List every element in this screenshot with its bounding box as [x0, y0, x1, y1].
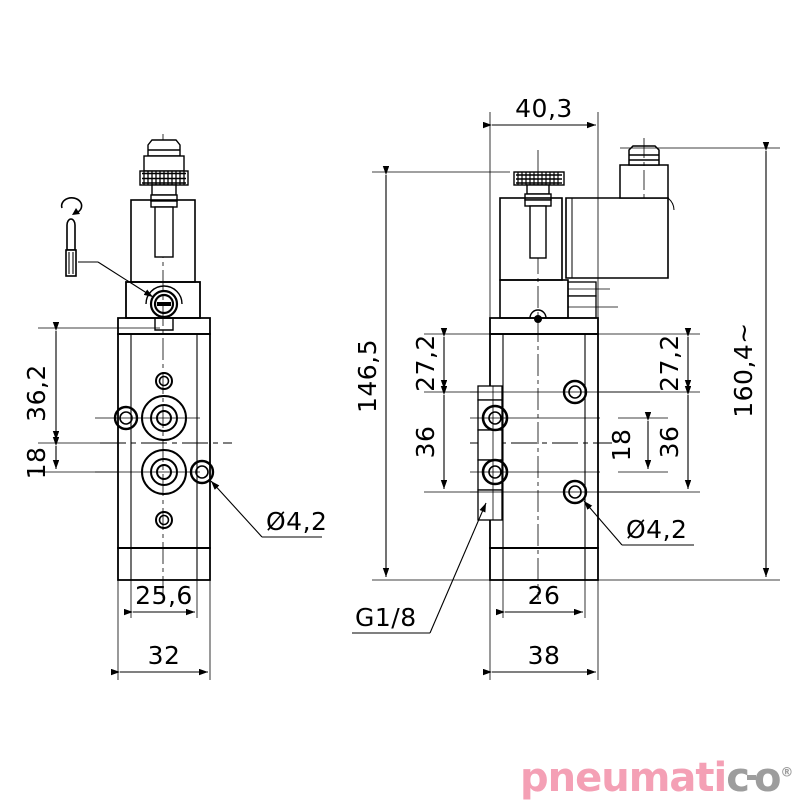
valve-body-outline [117, 317, 211, 581]
logo-text-primary: pneumati [520, 755, 727, 801]
side-valve-body [489, 309, 599, 581]
screw-hole-bottom [155, 511, 173, 529]
dim-label-25-6: 25,6 [135, 581, 193, 610]
side-knurled-band [513, 171, 565, 186]
pilot-exhaust-step [567, 281, 618, 319]
dim-label-32: 32 [148, 641, 181, 670]
adjuster-collar [143, 155, 185, 172]
dim-160-4 [598, 142, 780, 581]
solenoid-coil [565, 197, 675, 279]
registered-trademark-icon: ® [780, 765, 793, 781]
dim-label-36-2: 36,2 [22, 364, 51, 422]
dim-label-36-left: 36 [411, 426, 440, 459]
dim-40-3 [483, 112, 599, 330]
dim-label-18-right: 18 [607, 429, 636, 462]
dim-label-40-3: 40,3 [515, 94, 573, 123]
dim-label-18: 18 [22, 447, 51, 480]
logo-text-o: o [753, 755, 782, 801]
dim-26 [496, 560, 586, 618]
dim-label-26: 26 [528, 581, 561, 610]
dim-36-right [598, 386, 700, 493]
screwdriver-icon [60, 197, 83, 277]
dim-label-27-2-left: 27,2 [411, 334, 440, 392]
dim-18-right [618, 412, 668, 473]
dim-label-27-2-right: 27,2 [655, 334, 684, 392]
knurled-band [139, 170, 189, 186]
adjuster-hex-nut [147, 139, 181, 157]
logo-text-c: c [726, 755, 750, 801]
dim-32 [111, 580, 211, 680]
callout-label-g18: G1/8 [355, 603, 417, 632]
callout-label-dia-4-2-front: Ø4,2 [266, 507, 327, 536]
dim-label-160-4: 160,4~ [729, 322, 758, 418]
dim-label-38: 38 [528, 641, 561, 670]
dim-18 [38, 437, 118, 473]
callout-label-dia-4-2-side: Ø4,2 [626, 515, 687, 544]
side-body-edge-lines [502, 334, 586, 580]
dim-27-2-left [424, 328, 500, 393]
dim-27-2-right [598, 328, 700, 393]
g18-callout-leader [352, 502, 487, 634]
dim-38 [483, 580, 599, 680]
body-edge-lines [130, 334, 198, 580]
screwdriver-leader [78, 261, 154, 298]
dim-25-6 [124, 560, 198, 618]
front-view-geometry [38, 134, 322, 680]
dim-36-2 [38, 322, 160, 444]
dia-callout-leader-front [210, 480, 322, 538]
dia-callout-leader-side [583, 500, 694, 546]
dim-36-left [424, 386, 478, 493]
dim-label-36-right: 36 [655, 426, 684, 459]
side-pilot-base [499, 279, 569, 319]
screw-hole-top [155, 372, 173, 390]
dim-label-146-5: 146,5 [353, 339, 382, 413]
side-adjuster-stem [524, 184, 552, 259]
logo-dash-icon [746, 775, 756, 780]
adjuster-stem [150, 184, 178, 258]
adjust-screw-boss [145, 285, 183, 319]
side-view-geometry [352, 112, 780, 680]
dim-146-5 [372, 166, 510, 581]
